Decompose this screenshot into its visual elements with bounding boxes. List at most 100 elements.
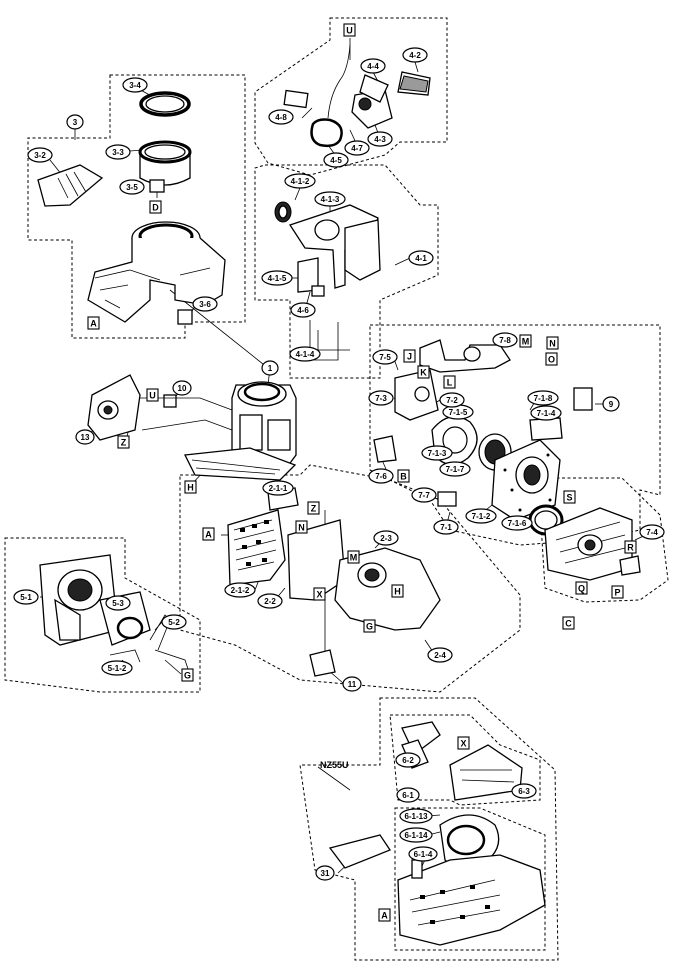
ref-P-text: P <box>614 588 620 598</box>
callout-5-1-text: 5-1 <box>20 593 32 602</box>
ref-H1-text: H <box>187 483 194 493</box>
callout-3-6: 3-6 <box>192 296 218 312</box>
ref-R: R <box>624 540 637 554</box>
reference-letters: A A A B C D G G H H J K L M M N N O P Q … <box>87 23 637 922</box>
ref-H1: H <box>184 480 197 494</box>
callout-4-1-2: 4-1-2 <box>284 173 316 189</box>
callout-7-1: 7-1 <box>433 519 459 535</box>
ref-Q-text: Q <box>578 584 585 594</box>
callout-7-2-text: 7-2 <box>446 396 458 405</box>
ref-Z2: Z <box>117 435 130 449</box>
ref-N2-text: N <box>298 523 305 533</box>
callout-7-5: 7-5 <box>372 349 398 365</box>
callout-3-5: 3-5 <box>119 179 145 195</box>
ref-R-text: R <box>627 543 634 553</box>
callout-7-2: 7-2 <box>439 392 465 408</box>
ref-A3-text: A <box>381 911 388 921</box>
callout-7-1-4-text: 7-1-4 <box>537 409 556 418</box>
ref-X2-text: X <box>460 739 466 749</box>
callout-7-1-7: 7-1-7 <box>439 461 471 477</box>
ref-L-text: L <box>447 378 453 388</box>
ref-Q: Q <box>575 581 588 595</box>
part-1-assembly <box>87 374 297 481</box>
callout-7-1-8: 7-1-8 <box>527 390 559 406</box>
part-3-assembly <box>37 91 226 325</box>
ref-Z1: Z <box>307 501 320 515</box>
ref-M1: M <box>519 334 532 348</box>
callout-4-2-text: 4-2 <box>409 51 421 60</box>
callout-4-6: 4-6 <box>290 302 316 318</box>
callout-7-1-3: 7-1-3 <box>421 445 453 461</box>
ref-M2: M <box>347 550 360 564</box>
callout-7-1-6-text: 7-1-6 <box>508 519 527 528</box>
ref-U1-text: U <box>346 26 353 36</box>
part-number-callouts: 3 3-2 3-3 3-4 3-5 3-6 1 10 13 4-1 4-1-2 … <box>13 47 665 881</box>
callout-2-1-2-text: 2-1-2 <box>231 586 250 595</box>
ref-B: B <box>397 469 410 483</box>
ref-C: C <box>562 616 575 630</box>
callout-7-1-2: 7-1-2 <box>465 508 497 524</box>
callout-3-5-text: 3-5 <box>126 183 138 192</box>
ref-N1: N <box>546 336 559 350</box>
callout-7-5-text: 7-5 <box>379 353 391 362</box>
callout-4-6-text: 4-6 <box>297 306 309 315</box>
callout-7-6-text: 7-6 <box>375 472 387 481</box>
callout-4-1-2-text: 4-1-2 <box>291 177 310 186</box>
callout-10-text: 10 <box>178 384 187 393</box>
ref-X1-text: X <box>316 590 322 600</box>
callout-5-2: 5-2 <box>161 614 187 630</box>
callout-6-1-text: 6-1 <box>402 791 414 800</box>
ref-H2: H <box>391 584 404 598</box>
ref-X1: X <box>313 587 326 601</box>
callout-7-7: 7-7 <box>411 487 437 503</box>
ref-S-text: S <box>566 493 572 503</box>
callout-4-4: 4-4 <box>360 58 386 74</box>
callout-2-1-1: 2-1-1 <box>262 480 294 496</box>
ref-M2-text: M <box>350 553 358 563</box>
ref-G1-text: G <box>366 622 373 632</box>
callout-3-4: 3-4 <box>122 77 148 93</box>
callout-7-1-4: 7-1-4 <box>530 405 562 421</box>
ref-D: D <box>149 200 162 214</box>
part-5-assembly <box>39 554 191 676</box>
ref-A1-text: A <box>90 319 97 329</box>
callout-3-6-text: 3-6 <box>199 300 211 309</box>
callout-4-3-text: 4-3 <box>374 135 386 144</box>
callout-6-1-13-text: 6-1-13 <box>404 812 428 821</box>
callout-4-8: 4-8 <box>268 109 294 125</box>
ref-G1: G <box>363 619 376 633</box>
part-2-assembly <box>227 487 441 677</box>
callout-1: 1 <box>261 360 279 376</box>
callout-4-4-text: 4-4 <box>367 62 379 71</box>
callout-3-3: 3-3 <box>105 144 131 160</box>
callout-6-3: 6-3 <box>511 783 537 799</box>
callout-4-2: 4-2 <box>402 47 428 63</box>
ref-N1-text: N <box>549 339 556 349</box>
ref-M1-text: M <box>522 337 530 347</box>
callout-7-4-text: 7-4 <box>646 528 658 537</box>
ref-J-text: J <box>407 352 412 362</box>
callout-2-4: 2-4 <box>427 647 453 663</box>
callout-5-2-text: 5-2 <box>168 618 180 627</box>
part-6-assembly <box>328 721 546 946</box>
ref-A3: A <box>378 908 391 922</box>
ref-U1: U <box>343 23 356 37</box>
ref-O: O <box>545 352 558 366</box>
callout-6-1: 6-1 <box>396 787 420 803</box>
callout-6-1-4-text: 6-1-4 <box>414 850 433 859</box>
callout-7-1-8-text: 7-1-8 <box>534 394 553 403</box>
callout-7-1-7-text: 7-1-7 <box>446 465 465 474</box>
ref-G2-text: G <box>184 671 191 681</box>
ref-H2-text: H <box>394 587 401 597</box>
callout-5-1-2-text: 5-1-2 <box>108 664 127 673</box>
callout-4-3: 4-3 <box>367 131 393 147</box>
callout-7-1-3-text: 7-1-3 <box>428 449 447 458</box>
ref-J: J <box>403 349 416 363</box>
ref-X2: X <box>457 736 470 750</box>
ref-K: K <box>417 365 430 379</box>
callout-7-6: 7-6 <box>368 468 394 484</box>
ref-O-text: O <box>548 355 555 365</box>
part-4-1-assembly <box>274 201 381 361</box>
callout-9-text: 9 <box>609 400 614 409</box>
